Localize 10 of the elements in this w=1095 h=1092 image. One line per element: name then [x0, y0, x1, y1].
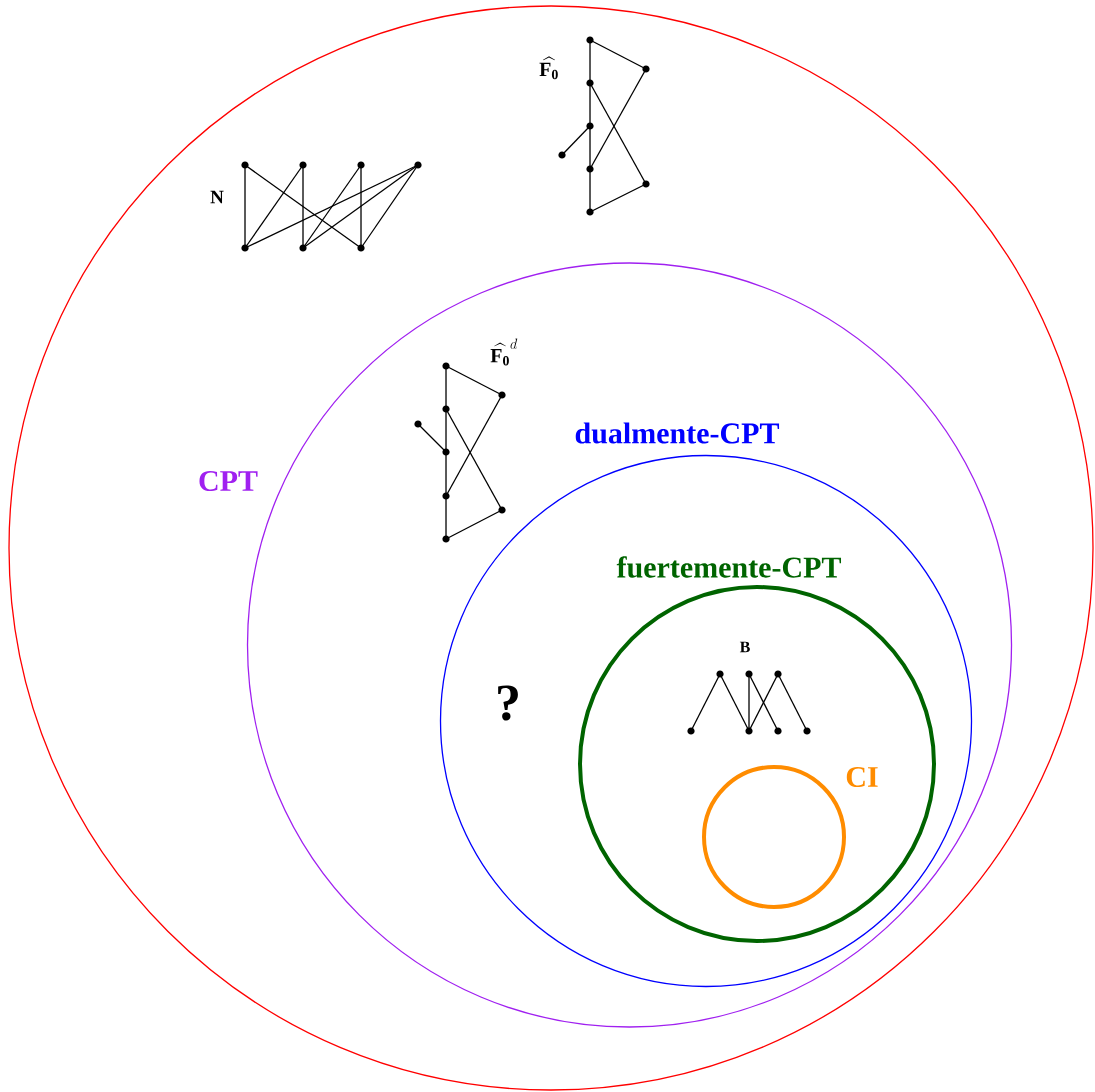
- node-label: fuertemente-CPT: [616, 556, 842, 578]
- question-mark: ?: [498, 685, 518, 721]
- poset-name: $\widehat{\mathbf{F_0}}^{d}$: [490, 338, 518, 366]
- poset-name: N: [210, 190, 224, 204]
- node-label: CI: [846, 766, 878, 788]
- node-label: dualmente-CPT: [575, 422, 780, 444]
- set-circle: [8, 5, 1094, 1091]
- poset-name: B: [739, 641, 750, 653]
- node-label: CPT: [199, 470, 258, 492]
- poset-name: $\widehat{\mathbf{F_0}}$: [539, 56, 558, 80]
